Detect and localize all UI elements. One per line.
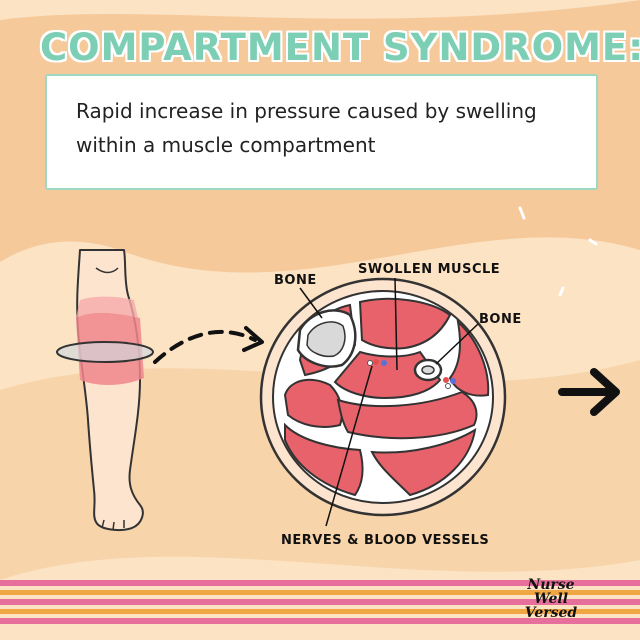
muscle-top [358,297,452,350]
logo-line-1: Nurse [527,577,575,593]
logo-line-2: Well [533,591,569,607]
leader-bone-left [299,287,323,319]
blood-vessel-blue [381,360,387,366]
bottom-stripe-orange-2 [0,609,640,614]
cross-section [259,277,507,517]
bottom-stripe-pink-3 [0,618,640,624]
leader-nerves [325,365,373,527]
bottom-stripe-pink-1 [0,580,640,586]
label-bone-left: BONE [274,273,317,288]
right-arrow-icon [558,368,620,416]
leg-illustration [76,249,144,531]
compression-band [56,341,154,363]
bottom-stripe-pink-2 [0,599,640,605]
knee-line [95,267,119,274]
leader-swollen-muscle [394,277,398,371]
bone-right-marrow [421,365,435,375]
leader-bone-right [435,323,479,365]
label-bone-right: BONE [479,312,522,327]
muscle-center-swollen [333,350,442,400]
logo-line-3: Versed [524,605,578,621]
brand-logo: Nurse Well Versed [508,578,594,620]
toe-lines [101,519,125,531]
bone-left-marrow [306,321,346,358]
definition-box [45,74,598,190]
swelling-area-light [76,296,138,318]
label-swollen-muscle: SWOLLEN MUSCLE [358,262,500,277]
sparkle-mark [558,286,565,297]
nerve-white [445,383,451,389]
muscle-lower-right [370,428,477,497]
definition-text: Rapid increase in pressure caused by swe… [76,99,537,157]
muscle-lower-left [284,422,364,497]
sparkle-mark [518,206,526,220]
muscle-right [448,319,490,397]
nerve-white [367,360,373,366]
blood-vessel-blue [450,378,456,384]
label-nerves-blood-vessels: NERVES & BLOOD VESSELS [281,533,489,548]
bottom-stripe-orange-1 [0,590,640,595]
dashed-arrow [153,329,257,364]
blood-vessel-red [373,359,379,365]
leg-outline [76,249,144,531]
page-title: COMPARTMENT SYNDROME: [40,26,640,69]
muscle-middle-band [336,390,478,440]
dashed-arrow-head [242,326,264,352]
blood-vessel-red [443,377,449,383]
sparkle-mark [588,238,598,246]
